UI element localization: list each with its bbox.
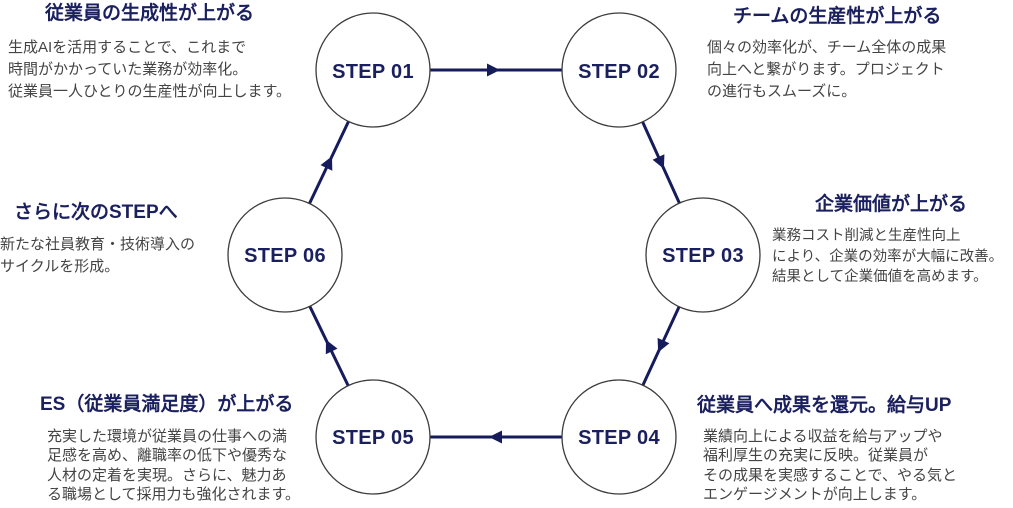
step-02-body: 個々の効率化が、チーム全体の成果 向上へと繋がります。プロジェクト の進行もスム… xyxy=(707,37,946,103)
step-06-title: さらに次のSTEPへ xyxy=(14,202,178,223)
step-05-body: 充実した環境が従業員の仕事への満 足感を高め、離職率の低下や優秀な 人材の定着を… xyxy=(47,427,300,504)
step-02-label: STEP 02 xyxy=(578,61,660,83)
step-02-circle xyxy=(561,12,677,128)
step-03-body-line: 業務コスト削減と生産性向上 xyxy=(772,228,961,244)
step-05-body-line: 足感を高め、離職率の低下や優秀な xyxy=(47,447,288,465)
step-04-title: 従業員へ成果を還元。給与UP xyxy=(697,395,952,416)
step-03-title: 企業価値が上がる xyxy=(815,194,968,215)
arrow-left-icon xyxy=(489,430,502,444)
step-05-title: ES（従業員満足度）が上がる xyxy=(40,394,294,415)
step-06-body: 新たな社員教育・技術導入の サイクルを形成。 xyxy=(0,234,195,277)
step-04-label: STEP 04 xyxy=(578,427,660,449)
step-05-body-line: る職場として採用力も強化されます。 xyxy=(47,485,301,503)
arrow-down-right-icon xyxy=(652,154,665,169)
step-05-label: STEP 05 xyxy=(332,427,414,449)
step-circles xyxy=(227,12,761,495)
step-02-body-line: 向上へと繋がります。プロジェクト xyxy=(707,61,945,78)
step-05-body-line: 充実した環境が従業員の仕事への満 xyxy=(47,428,288,445)
step-03-circle xyxy=(645,197,761,313)
step-03-body: 業務コスト削減と生産性向上 により、企業の効率が大幅に改善。 結果として企業価値… xyxy=(772,226,1003,288)
step-04-circle xyxy=(561,379,677,495)
step-01-label: STEP 01 xyxy=(332,61,414,83)
arrow-up-left-icon xyxy=(325,339,338,355)
connectors xyxy=(308,63,681,444)
step-02-body-line: の進行もスムーズに。 xyxy=(707,83,857,100)
step-01-body: 生成AIを活用することで、これまで 時間がかかっていた業務が効率化。 従業員一人… xyxy=(8,37,291,103)
arrow-up-right-icon xyxy=(320,156,333,171)
step-04-body-line: 福利厚生の充実に反映。従業員が xyxy=(703,447,929,465)
step-05-circle xyxy=(315,379,431,495)
step-01-circle xyxy=(315,12,431,128)
step-03-body-line: 結果として企業価値を高めます。 xyxy=(772,269,988,285)
step-04-body: 業績向上による収益を給与アップや 福利厚生の充実に反映。従業員が その成果を実感… xyxy=(703,427,957,504)
step-01-body-line: 生成AIを活用することで、これまで xyxy=(8,39,247,56)
step-01-title: 従業員の生成性が上がる xyxy=(45,3,255,24)
step-06-body-line: サイクルを形成。 xyxy=(0,257,120,275)
step-02-title: チームの生産性が上がる xyxy=(733,6,942,27)
step-labels: STEP 01 STEP 02 STEP 03 STEP 04 STEP 05 … xyxy=(244,61,744,449)
step-04-body-line: エンゲージメントが向上します。 xyxy=(703,485,927,503)
arrow-down-left-icon xyxy=(657,337,670,353)
step-03-body-line: により、企業の効率が大幅に改善。 xyxy=(772,248,1004,265)
step-04-body-line: 業績向上による収益を給与アップや xyxy=(703,428,943,445)
step-06-label: STEP 06 xyxy=(244,245,326,267)
step-01-body-line: 時間がかかっていた業務が効率化。 xyxy=(8,61,248,78)
step-02-body-line: 個々の効率化が、チーム全体の成果 xyxy=(707,39,947,56)
step-04-body-line: その成果を実感することで、やる気と xyxy=(703,466,957,484)
step-06-circle xyxy=(227,197,343,313)
arrow-right-icon xyxy=(487,63,500,77)
step-01-body-line: 従業員一人ひとりの生産性が向上します。 xyxy=(8,83,292,100)
step-05-body-line: 人材の定着を実現。さらに、魅力あ xyxy=(47,466,287,484)
step-06-body-line: 新たな社員教育・技術導入の xyxy=(0,236,196,253)
step-03-label: STEP 03 xyxy=(662,245,744,267)
